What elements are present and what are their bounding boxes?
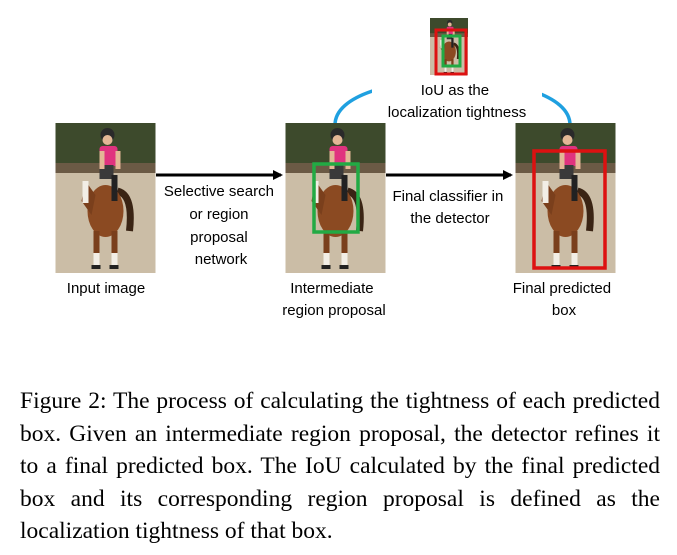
iou-label: IoU as the localization tightness [388, 82, 526, 121]
figure-caption: Figure 2: The process of calculating the… [20, 388, 660, 544]
input-image-label: Input image [67, 280, 145, 297]
iou-thumbnail [430, 18, 468, 76]
final-label: Final predicted box [513, 280, 616, 319]
iou-label-backing [372, 75, 542, 127]
iou-predicted-box [434, 28, 468, 76]
input-image [56, 123, 156, 273]
final-predicted-box [532, 149, 607, 270]
iou-proposal-box [441, 34, 462, 68]
intermediate-label: Intermediate region proposal [282, 280, 385, 319]
intermediate-image [286, 123, 386, 273]
region-proposal-box [312, 162, 360, 234]
final-image [516, 123, 616, 273]
arrow2-label: Final classifier in the detector [392, 188, 507, 227]
arrow1-label: Selective search or region proposal netw… [164, 183, 278, 268]
